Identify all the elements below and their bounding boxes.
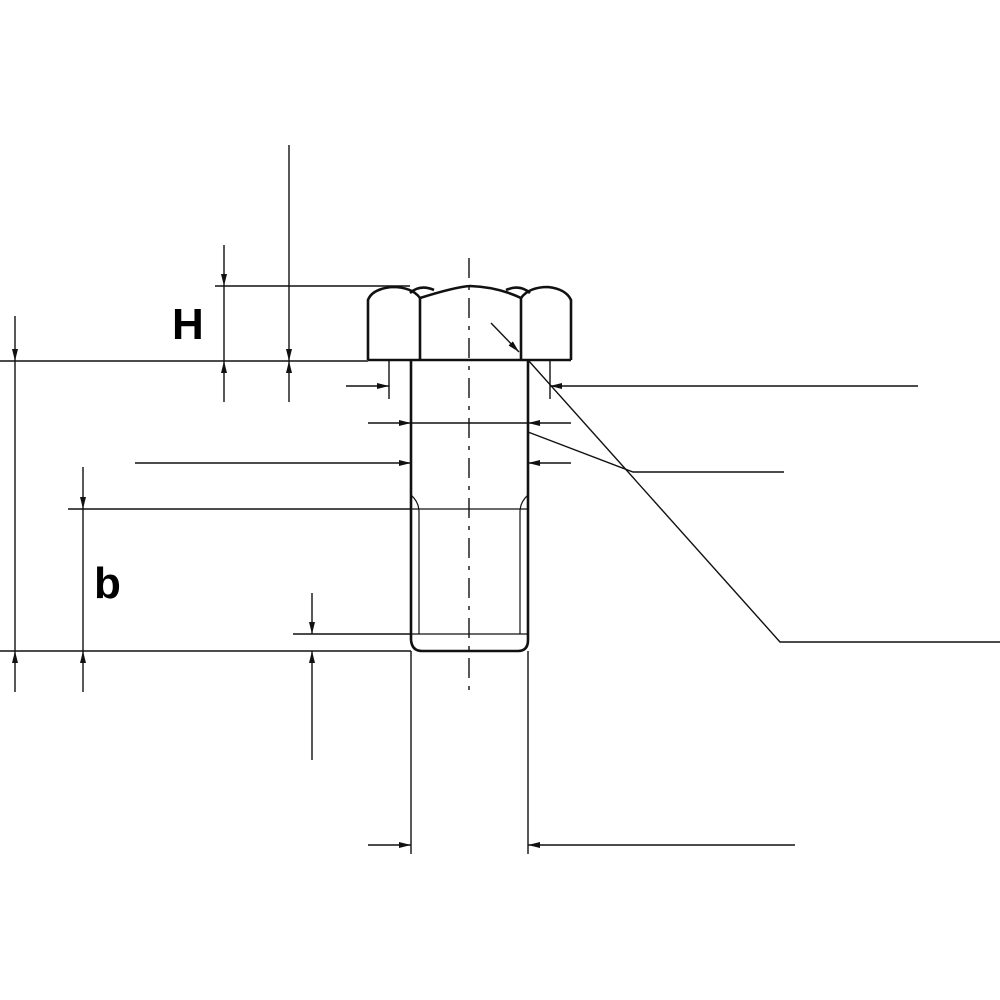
thread-length-dimension: b: [80, 467, 121, 692]
bolt-head: [366, 284, 573, 362]
thread-length-label: b: [94, 559, 121, 608]
leader-lines: [490, 322, 1000, 643]
bolt-shank: [409, 360, 530, 653]
head-height-dimension: H: [172, 245, 227, 402]
head-height-label: H: [172, 300, 204, 349]
extension-lines: [0, 285, 551, 854]
